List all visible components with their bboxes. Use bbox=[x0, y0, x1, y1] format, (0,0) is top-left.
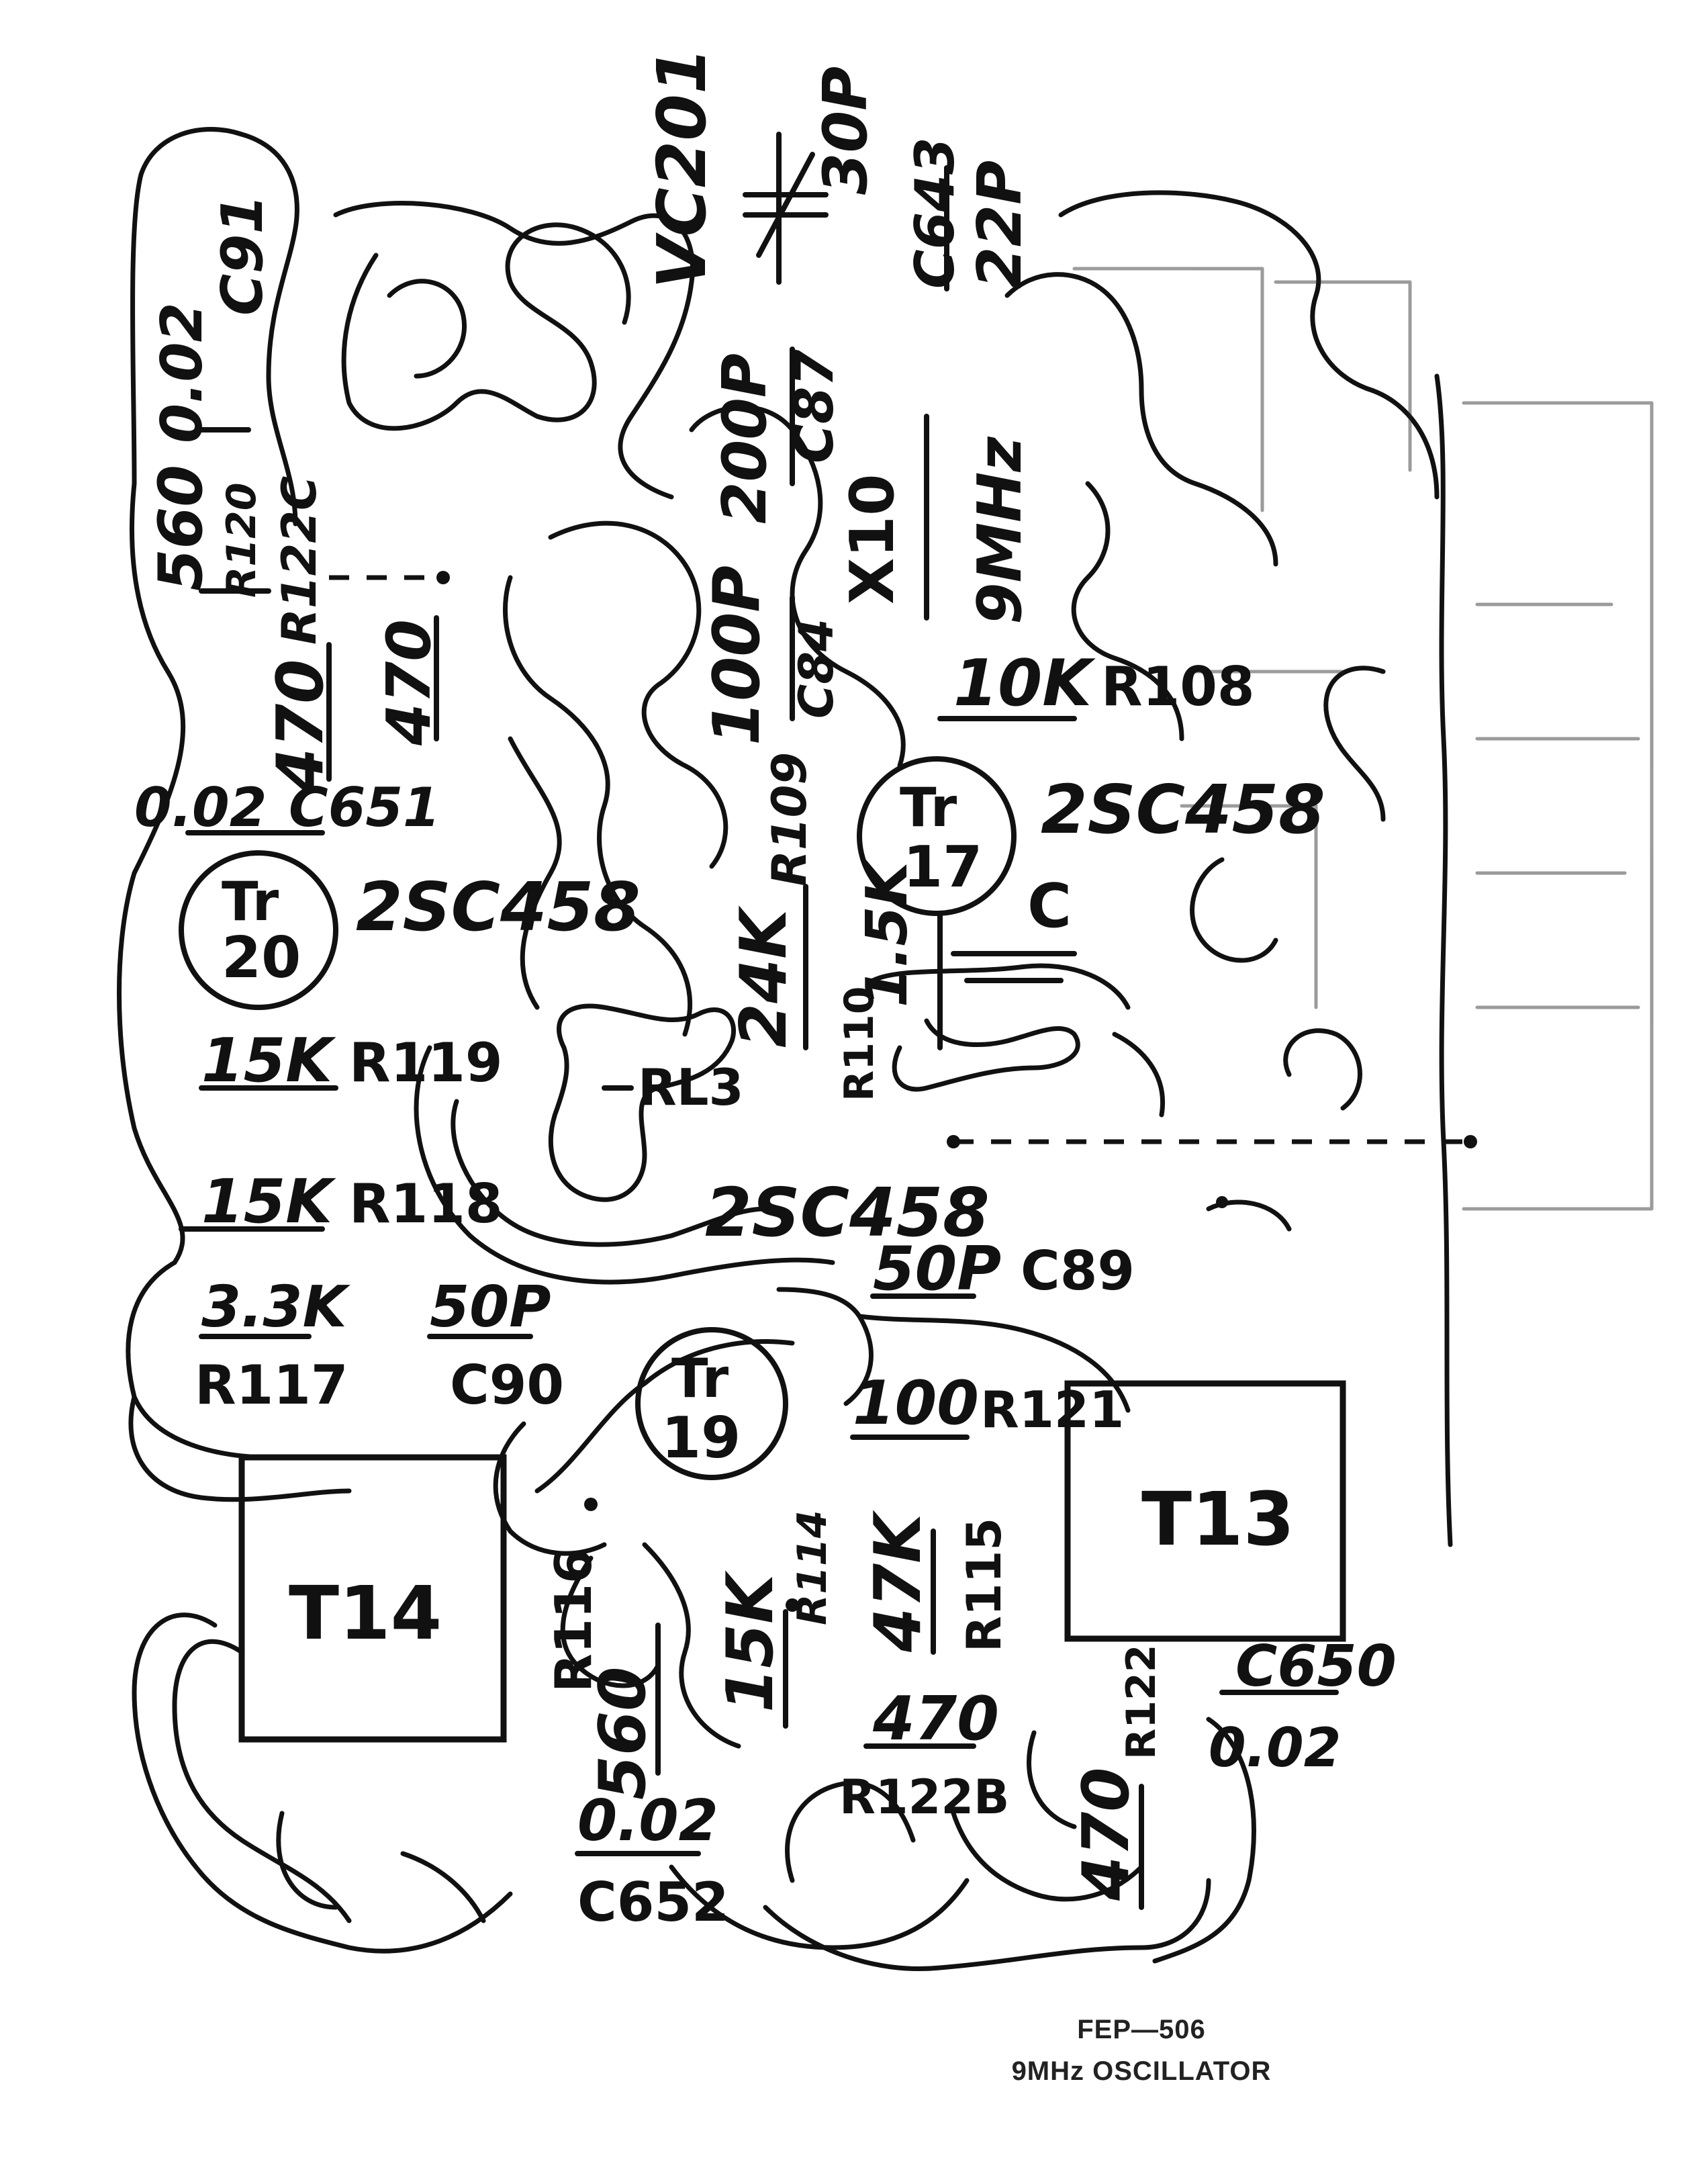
r108-label: R108 bbox=[1101, 655, 1255, 718]
c650-value: 0.02 bbox=[1209, 1717, 1341, 1779]
component-bars bbox=[179, 132, 1339, 1910]
solder-pad bbox=[786, 1598, 799, 1612]
c643-label: C643 bbox=[904, 137, 966, 289]
r110-value: 1.5K bbox=[854, 858, 921, 1007]
c-small-label: C bbox=[1027, 871, 1072, 942]
r108-value: 10K bbox=[953, 647, 1096, 721]
r118-label: R118 bbox=[349, 1173, 503, 1235]
t14-label: T14 bbox=[289, 1570, 442, 1656]
r121-value: 100 bbox=[853, 1368, 979, 1439]
c87-label: C87 bbox=[783, 349, 845, 463]
tr20-transistor-outline bbox=[179, 850, 338, 1010]
c652-label: C652 bbox=[577, 1871, 729, 1933]
r110-label: R110 bbox=[836, 987, 883, 1101]
c89-label: C89 bbox=[1021, 1240, 1135, 1302]
tr17-label-b: 17 bbox=[903, 834, 982, 901]
r121-label: R121 bbox=[980, 1380, 1124, 1439]
r117-label: R117 bbox=[195, 1354, 348, 1416]
r114-value: 15K bbox=[714, 1570, 788, 1713]
r122c-label: R122C bbox=[272, 476, 327, 645]
copper-traces bbox=[117, 127, 1453, 1972]
r109-label: R109 bbox=[762, 752, 817, 886]
c650-label: C650 bbox=[1235, 1633, 1397, 1700]
jumper-dot-top bbox=[436, 571, 450, 584]
tr19-label-b: 19 bbox=[661, 1405, 741, 1471]
c651-label: C651 bbox=[289, 776, 440, 839]
c87-value: 200P bbox=[710, 353, 780, 524]
tr20-label-b: 20 bbox=[222, 925, 301, 991]
c84-value: 100P bbox=[700, 565, 774, 745]
component-labels: VC201 30P C643 22P C91 0.02 560 R120 R12… bbox=[134, 47, 1397, 1933]
tr17-label-a: Tr bbox=[900, 776, 957, 839]
t13-transformer-outline bbox=[1064, 1380, 1346, 1642]
tr19-label-a: Tr bbox=[671, 1347, 729, 1410]
tr19-type: 2SC458 bbox=[705, 1173, 990, 1252]
r120-label: R120 bbox=[218, 483, 265, 598]
t13-label: T13 bbox=[1141, 1476, 1295, 1562]
diagram-title: 9MHz OSCILLATOR bbox=[1011, 2056, 1272, 2086]
c91-value: 0.02 bbox=[149, 302, 216, 443]
rl3-label: RL3 bbox=[638, 1058, 744, 1117]
c90-value: 50P bbox=[430, 1274, 551, 1340]
c91-label: C91 bbox=[209, 194, 276, 316]
diagram-model-number: FEP—506 bbox=[1077, 2015, 1206, 2044]
c643-value: 22P bbox=[965, 161, 1035, 289]
r119-label: R119 bbox=[349, 1032, 503, 1094]
r122-value: 470 bbox=[1070, 1768, 1143, 1901]
jumper-dot-mid-right bbox=[1464, 1135, 1477, 1148]
c651-value: 0.02 bbox=[134, 776, 267, 839]
r122c-value: 470 bbox=[264, 659, 338, 793]
c652-value: 0.02 bbox=[577, 1788, 718, 1854]
x10-frequency: 9MHz bbox=[965, 436, 1035, 625]
r122-label: R122 bbox=[1118, 1645, 1165, 1760]
r115-label: R115 bbox=[957, 1518, 1012, 1652]
r122b-label: R122B bbox=[839, 1770, 1009, 1825]
r117-value: 3.3K bbox=[201, 1274, 351, 1340]
r119-value: 15K bbox=[201, 1026, 336, 1096]
r116-value: 560 bbox=[586, 1667, 660, 1800]
tr17-transistor-outline bbox=[857, 756, 1017, 916]
solder-pad bbox=[1216, 1196, 1228, 1208]
t14-transformer-outline bbox=[238, 1454, 507, 1743]
r120-value: 560 bbox=[146, 465, 216, 591]
c90-label: C90 bbox=[450, 1354, 564, 1416]
tr20-type: 2SC458 bbox=[356, 868, 641, 946]
r122b-value: 470 bbox=[872, 1684, 999, 1754]
solder-pad bbox=[584, 1498, 598, 1511]
jumper-dot-mid-left bbox=[947, 1135, 960, 1148]
r109-value: 24K bbox=[727, 905, 801, 1048]
r115-value: 47K bbox=[861, 1510, 935, 1653]
r116-label: R116 bbox=[544, 1549, 603, 1692]
c89-value: 50P bbox=[873, 1234, 1001, 1304]
vc201-value: 30P bbox=[810, 66, 881, 195]
tr19-transistor-outline bbox=[635, 1327, 788, 1480]
tr17-type: 2SC458 bbox=[1041, 770, 1325, 849]
faded-traces bbox=[1072, 267, 1654, 1211]
r470b-value: 470 bbox=[374, 619, 444, 746]
c84-label: C84 bbox=[789, 619, 844, 719]
tr20-label-a: Tr bbox=[222, 870, 279, 933]
x10-label: X10 bbox=[837, 473, 908, 604]
r118-value: 15K bbox=[201, 1167, 336, 1237]
vc201-label: VC201 bbox=[643, 47, 721, 289]
